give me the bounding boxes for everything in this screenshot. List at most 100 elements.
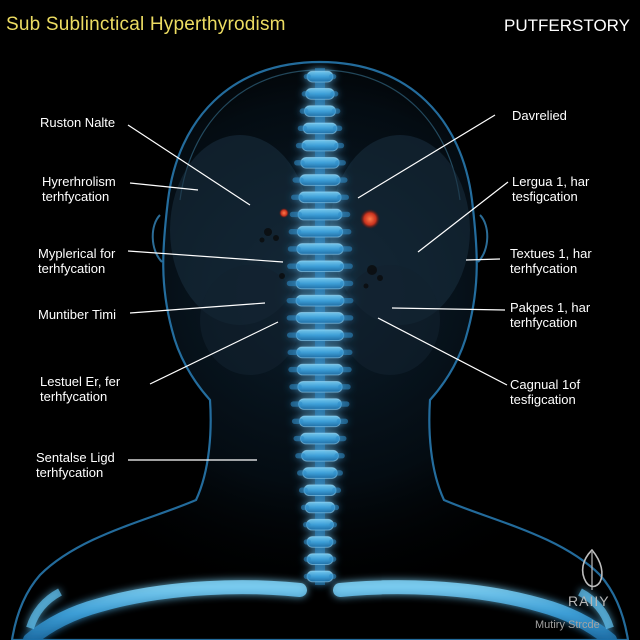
vertebra (298, 398, 342, 410)
label-text: Hyrerhrolism (42, 174, 116, 189)
vertebra-process (290, 401, 303, 407)
label-left-6: Sentalse Ligd terhfycation (36, 450, 115, 480)
label-text: Sentalse Ligd (36, 450, 115, 465)
vertebra (301, 449, 339, 462)
vertebra-process (336, 177, 348, 183)
vertebra-process (335, 435, 347, 442)
vertebra-process (289, 384, 302, 390)
vertebra (303, 105, 337, 117)
vertebra-process (287, 349, 301, 356)
hotspots (279, 208, 380, 229)
vertebra (300, 156, 340, 169)
vertebra-process (339, 332, 354, 338)
label-text: terhfycation (40, 389, 108, 404)
label-text: tesfigcation (512, 189, 578, 204)
vertebra-process (291, 418, 304, 424)
vertebra-process (292, 177, 304, 183)
hotspot-large (360, 209, 380, 229)
vertebra (302, 122, 338, 135)
vertebra-process (339, 263, 353, 269)
vertebra-process (337, 194, 349, 200)
vertebra (296, 363, 344, 376)
vertebra-process (338, 384, 351, 390)
vertebra (304, 501, 336, 514)
leaf-icon (581, 548, 603, 590)
vertebra (297, 380, 343, 393)
label-text: Ruston Nalte (40, 115, 116, 130)
vertebra-process (330, 504, 340, 511)
vertebra-process (288, 366, 302, 373)
vertebra-process (288, 229, 302, 235)
label-text: tesfigcation (510, 392, 576, 407)
vertebra-process (299, 108, 309, 114)
vertebra-process (334, 453, 345, 459)
vertebra-process (295, 142, 306, 149)
vertebra (299, 432, 341, 445)
vertebra-process (291, 194, 303, 200)
vertebra-process (301, 91, 310, 97)
vertebra-process (294, 160, 305, 166)
vertebra-process (297, 470, 307, 476)
hotspot-small (279, 208, 289, 218)
vertebra-process (303, 573, 311, 580)
label-text: Muntiber Timi (38, 307, 117, 322)
vertebra-process (329, 539, 337, 545)
vertebra-process (339, 280, 354, 287)
vertebra (296, 225, 344, 238)
label-left-5: Lestuel Er, fer terhfycation (40, 374, 120, 404)
vertebra-process (289, 211, 303, 218)
vertebra-process (287, 263, 301, 269)
vertebra (306, 518, 334, 531)
page-title: Sub Sublinctical Hyperthyrodism (6, 14, 286, 35)
vertebra-process (334, 142, 345, 149)
watermark-subtitle: Mutiry Strcde (535, 619, 600, 631)
leader-lines (127, 114, 509, 461)
label-right-2: Lergua 1, har tesfigcation (512, 174, 589, 204)
label-text: Pakpes 1, har (510, 300, 591, 315)
vertebra-process (338, 366, 352, 373)
vertebra-process (286, 297, 301, 304)
vertebra (296, 346, 344, 359)
label-text: Davrelied (512, 108, 567, 123)
tissue-speckles (259, 228, 383, 289)
vertebra-process (297, 125, 308, 131)
label-right-4: Pakpes 1, har terhfycation (510, 300, 590, 330)
vertebra (295, 294, 345, 307)
vertebra (303, 484, 337, 497)
spinal-column (315, 68, 325, 585)
vertebra (295, 329, 345, 341)
label-left-4: Muntiber Timi (38, 307, 116, 322)
label-left-3: Myplerical for terhfycation (38, 246, 115, 276)
vertebra-process (300, 504, 310, 511)
vertebra-process (329, 573, 337, 580)
label-text: Myplerical for (38, 246, 116, 261)
vertebra-process (295, 453, 306, 459)
vertebra-process (298, 487, 308, 493)
vertebra-process (332, 125, 343, 131)
label-text: terhfycation (42, 189, 110, 204)
label-text: terhfycation (510, 261, 578, 276)
label-right-1: Davrelied (512, 108, 567, 123)
clavicles (23, 580, 617, 640)
vertebra (295, 312, 345, 324)
label-text: terhfycation (510, 315, 578, 330)
vertebra-process (303, 73, 311, 80)
vertebra (295, 277, 345, 290)
vertebra-process (332, 487, 342, 493)
label-text: Lergua 1, har (512, 174, 590, 189)
vertebra-process (339, 315, 354, 321)
label-right-5: Cagnual 1of tesfigcation (510, 377, 580, 407)
vertebra-process (287, 246, 301, 252)
brand-name: PUTFERSTORY (504, 16, 630, 35)
vertebra-process (337, 401, 350, 407)
label-left-1: Ruston Nalte (40, 115, 115, 130)
vertebra-process (329, 73, 337, 80)
spine (286, 68, 354, 585)
vertebra (298, 415, 342, 428)
vertebra-process (339, 246, 353, 252)
label-right-3: Textues 1, har terhfycation (510, 246, 592, 276)
label-text: terhfycation (36, 465, 104, 480)
vertebra-process (329, 522, 338, 528)
vertebra-process (330, 91, 339, 97)
